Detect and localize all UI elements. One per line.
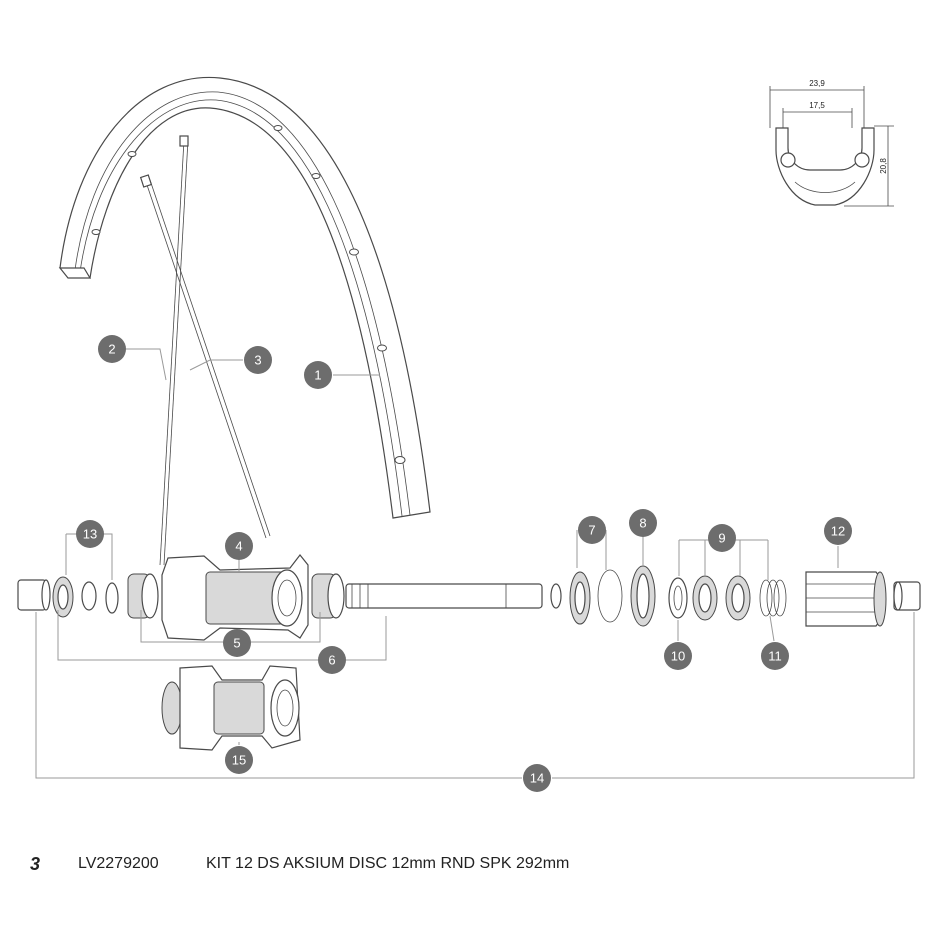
callout-12: 12 (824, 517, 852, 545)
callout-8-label: 8 (639, 516, 646, 531)
callout-4: 4 (225, 532, 253, 560)
callout-6: 6 (318, 646, 346, 674)
callout-8: 8 (629, 509, 657, 537)
callout-15-label: 15 (232, 753, 246, 768)
callout-3-label: 3 (254, 353, 261, 368)
callout-13-label: 13 (83, 527, 97, 542)
callout-10: 10 (664, 642, 692, 670)
rim-inner-width-label: 17,5 (809, 101, 825, 110)
callout-4-label: 4 (235, 539, 242, 554)
callout-5: 5 (223, 629, 251, 657)
callout-7-label: 7 (588, 523, 595, 538)
parts-list-row: 3 LV2279200 KIT 12 DS AKSIUM DISC 12mm R… (30, 852, 569, 876)
callout-11: 11 (761, 642, 789, 670)
callout-13: 13 (76, 520, 104, 548)
part-reference: LV2279200 (78, 855, 159, 872)
rim-outer-width-label: 23,9 (809, 79, 825, 88)
callout-15: 15 (225, 746, 253, 774)
spokes (139, 135, 271, 566)
callout-2: 2 (98, 335, 126, 363)
complete-hub (161, 665, 301, 751)
rim-profile-section: 23,9 17,5 20,8 (769, 79, 894, 207)
callout-2-label: 2 (108, 342, 115, 357)
callout-5-label: 5 (233, 636, 240, 651)
callout-3: 3 (244, 346, 272, 374)
part-index: 3 (30, 853, 41, 874)
callout-7: 7 (578, 516, 606, 544)
callout-6-label: 6 (328, 653, 335, 668)
callout-14: 14 (523, 764, 551, 792)
callout-10-label: 10 (671, 649, 685, 664)
callout-9: 9 (708, 524, 736, 552)
callout-1: 1 (304, 361, 332, 389)
callout-11-label: 11 (768, 649, 782, 664)
callout-14-label: 14 (530, 771, 544, 786)
callout-12-label: 12 (831, 524, 845, 539)
rim-height-label: 20,8 (879, 158, 888, 174)
callout-9-label: 9 (718, 531, 725, 546)
hub-exploded-row (17, 554, 921, 641)
part-description: KIT 12 DS AKSIUM DISC 12mm RND SPK 292mm (206, 855, 570, 872)
callout-1-label: 1 (314, 368, 321, 383)
leader-lines (35, 348, 915, 779)
rim (58, 76, 431, 519)
